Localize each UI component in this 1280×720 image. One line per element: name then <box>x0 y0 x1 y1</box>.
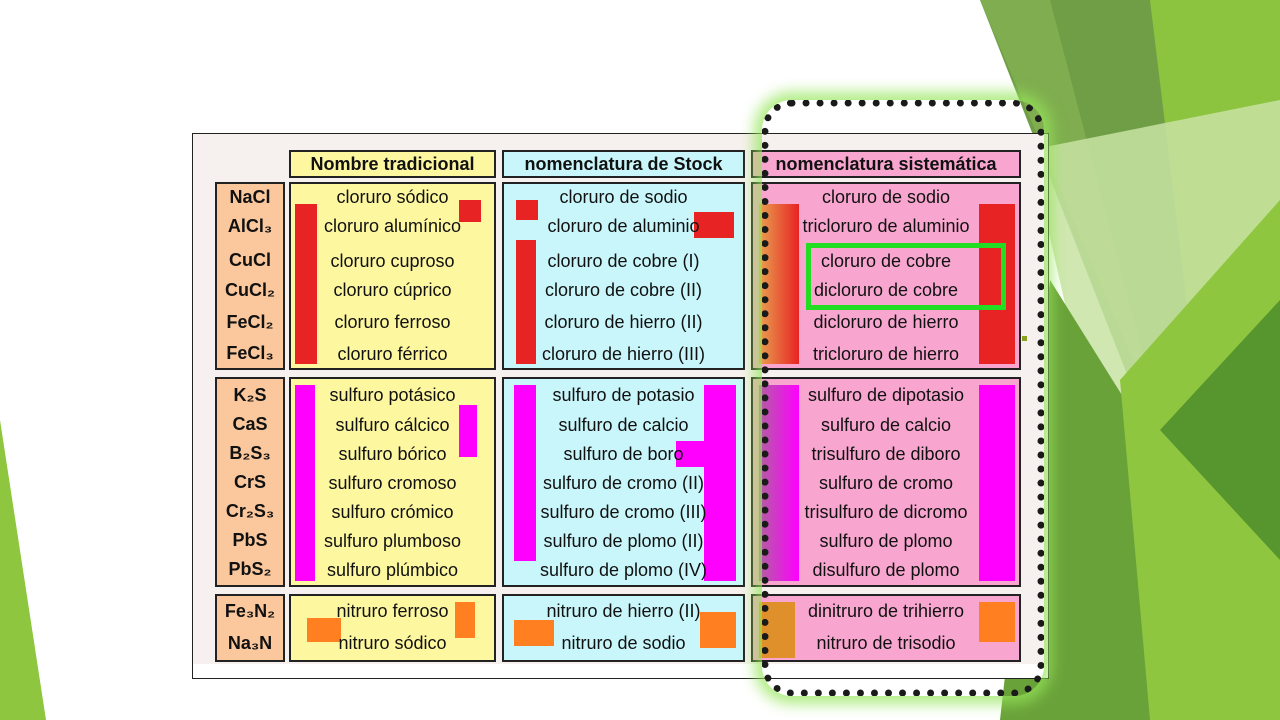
formula-nacl: NaCl <box>229 187 271 207</box>
formula-k2s: K₂S <box>233 385 267 405</box>
systematic-name: dinitruro de trihierro <box>807 601 965 621</box>
highlight-red-stock-3 <box>516 200 538 220</box>
highlight-magenta-traditional-2 <box>459 405 477 457</box>
resize-handle[interactable] <box>1022 336 1027 341</box>
traditional-name: sulfuro bórico <box>338 444 447 464</box>
highlight-orange-traditional-2 <box>455 602 475 638</box>
formula-cas: CaS <box>232 414 268 434</box>
systematic-name: cloruro de sodio <box>821 187 951 207</box>
traditional-name: cloruro cuproso <box>330 251 455 271</box>
traditional-name: cloruro sódico <box>336 187 449 207</box>
systematic-name: cloruro de cobre <box>820 251 952 271</box>
traditional-name: cloruro férrico <box>337 344 448 364</box>
stock-name: sulfuro de boro <box>563 444 684 464</box>
highlight-red-stock <box>516 240 536 364</box>
bg-shape-deep <box>1160 300 1280 560</box>
traditional-name: cloruro cúprico <box>333 280 452 300</box>
traditional-name: sulfuro cromoso <box>328 473 457 493</box>
highlight-magenta-stock-2 <box>704 385 736 581</box>
systematic-name: tricloruro de hierro <box>812 344 960 364</box>
stock-name: sulfuro de plomo (IV) <box>539 560 708 580</box>
systematic-name: sulfuro de calcio <box>820 415 952 435</box>
formula-panel-chlorides <box>215 182 285 370</box>
stock-name: cloruro de cobre (II) <box>544 280 703 300</box>
highlight-orange-stock-2 <box>700 612 736 648</box>
traditional-name: nitruro sódico <box>338 633 447 653</box>
stock-name: nitruro de hierro (II) <box>546 601 701 621</box>
traditional-panel-sulfides <box>289 377 496 587</box>
stock-panel-nitrides <box>502 594 745 662</box>
bg-shape-left <box>0 420 46 720</box>
formula-pbs2: PbS₂ <box>228 559 272 579</box>
traditional-panel-nitrides <box>289 594 496 662</box>
systematic-name: tricloruro de aluminio <box>802 216 970 236</box>
systematic-name: sulfuro de cromo <box>818 473 954 493</box>
header-stock: nomenclatura de Stock <box>502 150 745 178</box>
stock-name: sulfuro de cromo (III) <box>540 502 707 522</box>
highlight-red-traditional-2 <box>459 200 481 222</box>
systematic-name: dicloruro de hierro <box>813 312 959 332</box>
systematic-panel-nitrides <box>751 594 1021 662</box>
highlight-magenta-stock <box>514 385 536 561</box>
systematic-name: disulfuro de plomo <box>812 560 960 580</box>
stock-name: cloruro de cobre (I) <box>547 251 700 271</box>
traditional-name: sulfuro potásico <box>329 385 456 405</box>
traditional-name: cloruro alumínico <box>323 216 462 236</box>
highlight-magenta-traditional <box>295 385 315 581</box>
traditional-name: cloruro ferroso <box>334 312 451 332</box>
selection-box[interactable] <box>806 243 1006 310</box>
formula-crs: CrS <box>233 472 266 492</box>
stock-name: sulfuro de calcio <box>558 415 689 435</box>
systematic-name: sulfuro de dipotasio <box>807 385 965 405</box>
stock-name: nitruro de sodio <box>561 633 686 653</box>
traditional-name: nitruro ferroso <box>336 601 449 621</box>
highlight-magenta-systematic-2 <box>979 385 1015 581</box>
highlight-red-stock-2 <box>694 212 734 238</box>
systematic-name: dicloruro de cobre <box>813 280 959 300</box>
formula-fecl2: FeCl₂ <box>226 312 274 332</box>
formula-b2s3: B₂S₃ <box>229 443 271 463</box>
formula-cucl: CuCl <box>229 250 271 270</box>
formula-pbs: PbS <box>232 530 268 550</box>
highlight-orange-traditional <box>307 618 341 642</box>
formula-panel-nitrides <box>215 594 285 662</box>
traditional-name: sulfuro crómico <box>331 502 454 522</box>
formula-cucl2: CuCl₂ <box>225 280 275 300</box>
formula-alcl3: AlCl₃ <box>227 216 273 236</box>
stock-name: cloruro de sodio <box>559 187 688 207</box>
traditional-panel-chlorides <box>289 182 496 370</box>
stock-name: cloruro de aluminio <box>547 216 700 236</box>
formula-cr2s3: Cr₂S₃ <box>225 501 275 521</box>
stock-panel-chlorides <box>502 182 745 370</box>
stock-panel-sulfides <box>502 377 745 587</box>
header-traditional: Nombre tradicional <box>289 150 496 178</box>
traditional-name: sulfuro cálcico <box>335 415 450 435</box>
formula-fe3n2: Fe₃N₂ <box>224 601 276 621</box>
sheet-bottom-strip <box>193 664 1048 678</box>
formula-fecl3: FeCl₃ <box>226 343 274 363</box>
systematic-name: nitruro de trisodio <box>816 633 956 653</box>
highlight-red-traditional <box>295 204 317 364</box>
systematic-name: trisulfuro de diboro <box>811 444 961 464</box>
traditional-name: sulfuro plumboso <box>323 531 462 551</box>
formula-panel-sulfides <box>215 377 285 587</box>
systematic-name: sulfuro de plomo <box>819 531 953 551</box>
traditional-name: sulfuro plúmbico <box>326 560 459 580</box>
stock-name: cloruro de hierro (III) <box>541 344 706 364</box>
formula-na3n: Na₃N <box>227 633 273 653</box>
stock-name: sulfuro de plomo (II) <box>543 531 704 551</box>
stock-name: sulfuro de potasio <box>552 385 695 405</box>
highlight-magenta-stock-3 <box>676 441 710 467</box>
dotted-highlight-frame <box>762 100 1044 696</box>
highlight-red-systematic-2 <box>979 204 1015 364</box>
highlight-orange-stock <box>514 620 554 646</box>
stock-name: sulfuro de cromo (II) <box>542 473 705 493</box>
stock-name: cloruro de hierro (II) <box>544 312 703 332</box>
highlight-orange-systematic-2 <box>979 602 1015 642</box>
header-systematic: nomenclatura sistemática <box>751 150 1021 178</box>
systematic-name: trisulfuro de dicromo <box>804 502 968 522</box>
